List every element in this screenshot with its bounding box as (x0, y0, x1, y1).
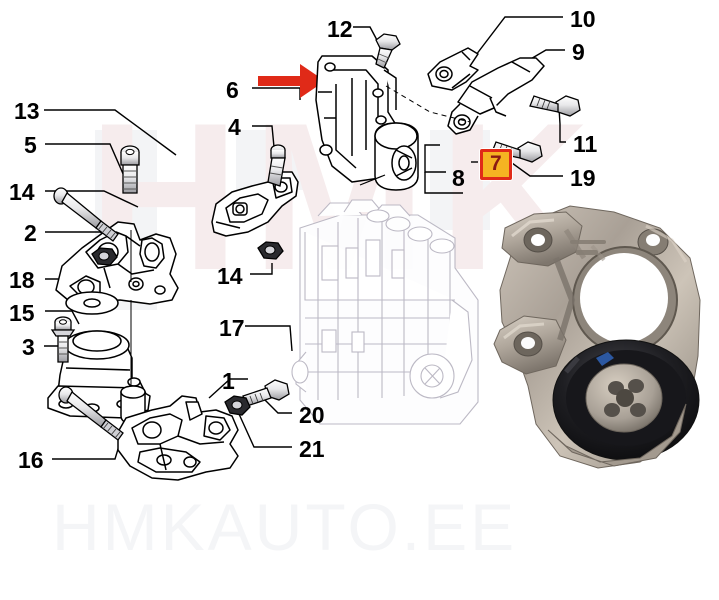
part-16-long-bolt (58, 386, 124, 441)
callout-4[interactable]: 4 (228, 114, 241, 140)
callout-16[interactable]: 16 (18, 447, 44, 473)
part-1-lower-mount-bracket (117, 395, 239, 481)
callout-9[interactable]: 9 (572, 39, 585, 65)
callout-14-lower[interactable]: 14 (217, 263, 243, 289)
engine-block-illustration (291, 199, 479, 425)
callout-14-upper[interactable]: 14 (9, 179, 35, 205)
callout-6[interactable]: 6 (226, 77, 239, 103)
engine-mount-photo (493, 205, 701, 469)
part-13-socket-bolt (120, 145, 140, 194)
callout-12[interactable]: 12 (327, 16, 353, 42)
callout-1[interactable]: 1 (222, 368, 235, 394)
callout-3[interactable]: 3 (22, 334, 35, 360)
callout-13[interactable]: 13 (14, 98, 40, 124)
callout-5[interactable]: 5 (24, 132, 37, 158)
part-14-nut-upper (91, 247, 118, 266)
callout-8[interactable]: 8 (452, 165, 465, 191)
callout-17[interactable]: 17 (219, 315, 245, 341)
callout-21[interactable]: 21 (299, 436, 325, 462)
callout-2[interactable]: 2 (24, 220, 37, 246)
part-18-washer (65, 291, 119, 315)
part-2-lower-bracket (55, 221, 179, 305)
part-8-bushing (374, 122, 419, 191)
part-4-bracket (211, 171, 299, 237)
part-10-link (427, 47, 479, 91)
part-21-nut (224, 395, 251, 416)
part-9-torque-rod (447, 57, 545, 135)
red-highlight-arrow (258, 64, 325, 98)
callout-11[interactable]: 11 (573, 131, 598, 157)
part-15-flange-bolt (50, 316, 76, 363)
group-bracket-7 (424, 144, 478, 194)
part-12-hex-bolt (375, 33, 401, 69)
part-14-nut-lower (257, 241, 284, 260)
callout-18[interactable]: 18 (9, 267, 35, 293)
callout-7-highlighted[interactable]: 7 (480, 149, 512, 180)
callout-20[interactable]: 20 (299, 402, 325, 428)
part-11-hex-bolt (529, 95, 581, 117)
callout-15[interactable]: 15 (9, 300, 35, 326)
part-20-hex-bolt (242, 379, 290, 407)
callout-19[interactable]: 19 (570, 165, 596, 191)
callout-10[interactable]: 10 (570, 6, 596, 32)
part-4-bolt (267, 144, 286, 187)
part-5-through-bolt (53, 187, 119, 242)
